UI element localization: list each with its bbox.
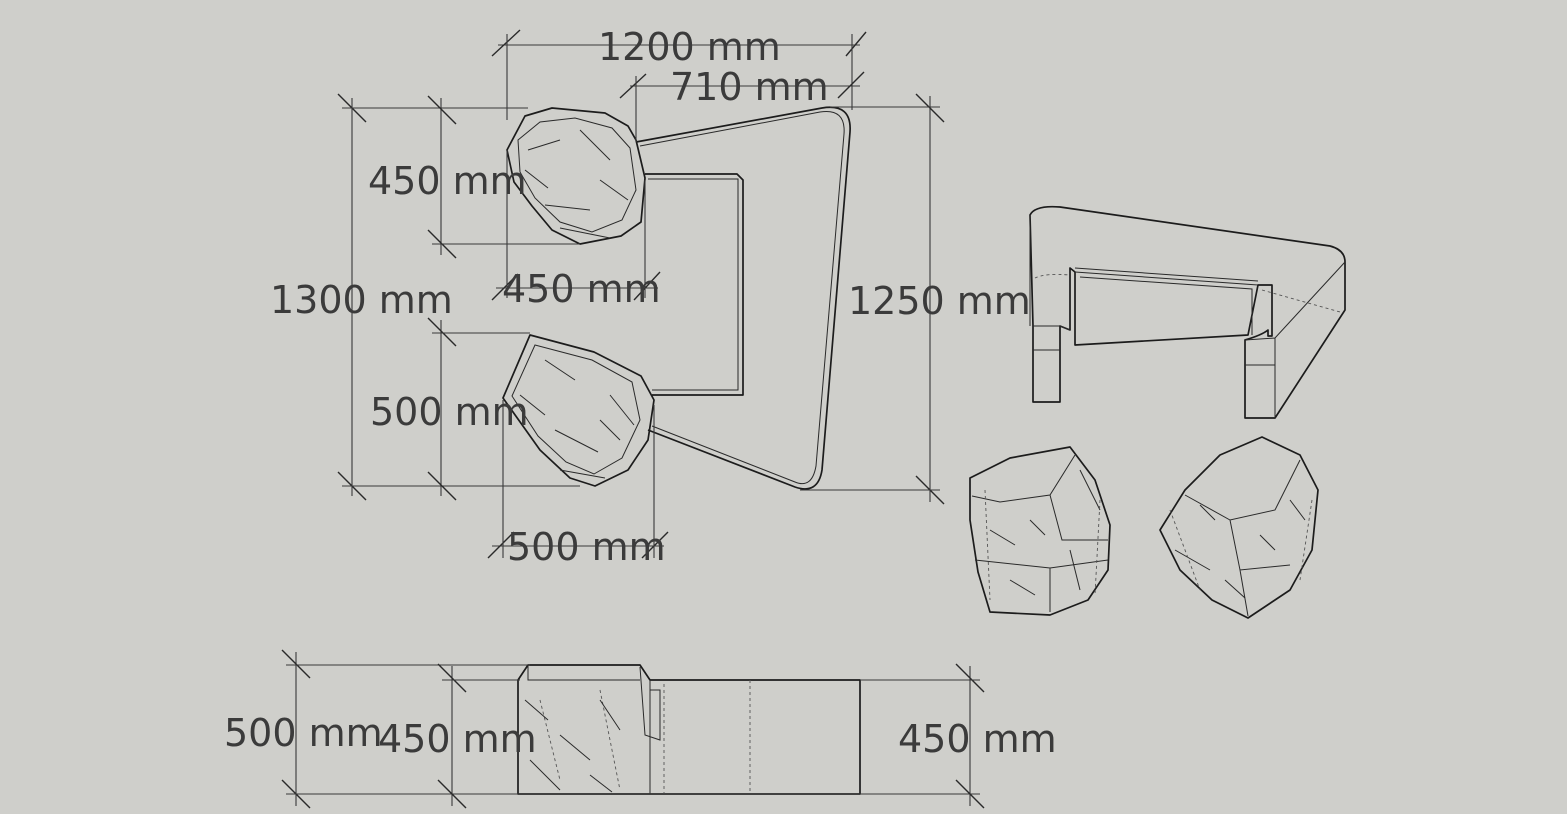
label-rock2-width: 500 mm [507, 525, 666, 569]
isometric-rock-right [1159, 436, 1319, 619]
isometric-table [1029, 205, 1346, 419]
label-table-height: 1250 mm [848, 279, 1031, 323]
dimension-labels-side: 500 mm 450 mm 450 mm [224, 711, 1057, 761]
plan-rock-bottom [502, 334, 655, 487]
label-rock1-width: 450 mm [502, 267, 661, 311]
label-top-inner: 710 mm [670, 65, 829, 109]
label-total-height: 1300 mm [270, 278, 453, 322]
plan-table [635, 106, 851, 490]
label-top-width: 1200 mm [598, 25, 781, 69]
label-side-table-height: 450 mm [898, 717, 1057, 761]
plan-rock-top [506, 107, 646, 245]
dimension-lines-side [281, 649, 985, 809]
isometric-rock-left [969, 446, 1111, 616]
dimension-lines-plan [337, 29, 945, 559]
dimension-labels-plan: 1200 mm 710 mm 450 mm 450 mm 1300 mm 125… [270, 25, 1031, 569]
label-side-mid-height: 450 mm [378, 717, 537, 761]
side-elevation [517, 664, 861, 795]
label-rock1-height: 450 mm [368, 159, 527, 203]
label-rock2-height: 500 mm [370, 390, 529, 434]
label-side-rock-height: 500 mm [224, 711, 383, 755]
